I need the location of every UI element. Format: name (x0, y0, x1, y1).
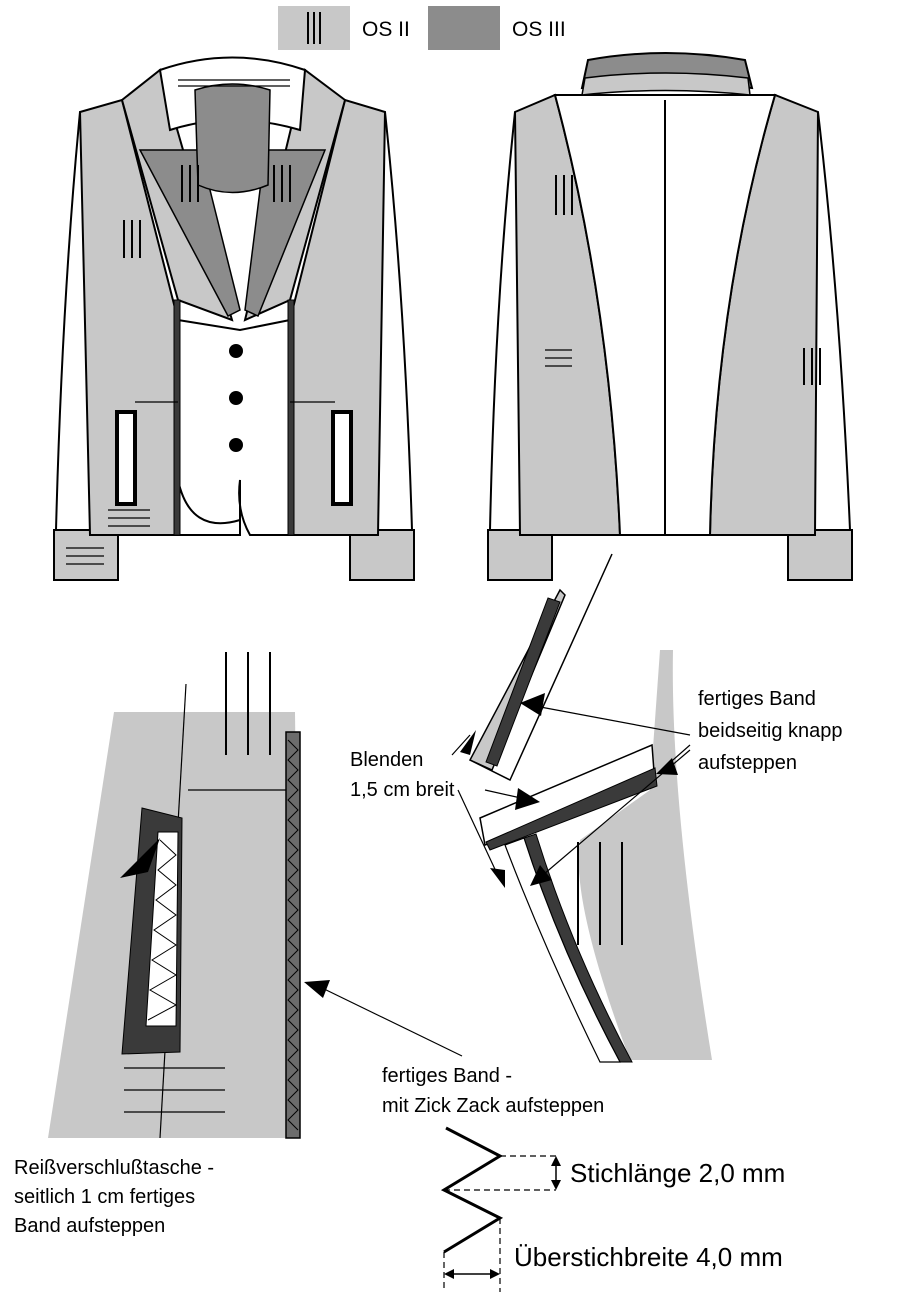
zipper-teeth (147, 839, 178, 1021)
label-stitch-width: Überstichbreite 4,0 mm (514, 1242, 783, 1272)
arrow-down-icon (551, 1180, 561, 1190)
arrow-head-icon (656, 758, 678, 775)
label-band-both-sides-3: aufsteppen (698, 752, 797, 774)
label-band-both-sides-2: beidseitig knapp (698, 720, 843, 742)
neck-inner (194, 83, 271, 194)
arrow-head-icon (460, 730, 476, 755)
lapel-detail-panel (578, 650, 712, 1060)
back-cuff-right (787, 529, 853, 581)
side-band-zigzag (287, 739, 299, 1131)
arrow-left-icon (444, 1269, 454, 1279)
back-cuff-left (487, 529, 553, 581)
button-1 (229, 344, 243, 358)
arrow-head-icon (520, 693, 545, 716)
zip-pocket-right (331, 410, 353, 506)
right-cuff (349, 529, 415, 581)
jacket-front-view (53, 56, 415, 581)
legend-item-os2: OS II (278, 6, 410, 50)
arrow-head-icon (490, 868, 505, 888)
lapel-right-stripe (244, 149, 327, 318)
arrow-head-icon (304, 980, 330, 998)
zip-pocket-left (115, 410, 137, 506)
label-zigzag-band-2: mit Zick Zack aufsteppen (382, 1095, 604, 1117)
leader-line (534, 705, 691, 736)
button-3 (229, 438, 243, 452)
back-collar-band (581, 72, 751, 96)
front-band-left (173, 299, 181, 536)
arrow-head-icon (515, 788, 540, 810)
facing-band (485, 767, 658, 851)
label-facings-2: 1,5 cm breit (350, 779, 455, 801)
legend-label-os3: OS III (512, 18, 566, 41)
legend-label-os2: OS II (362, 18, 410, 41)
leader-line (457, 789, 501, 881)
legend: OS II OS III (278, 6, 566, 50)
detail-zipper-pocket (48, 652, 301, 1139)
jacket-back-view (487, 52, 853, 581)
arrow-up-icon (551, 1156, 561, 1166)
leader-line (317, 985, 463, 1057)
front-edge-facing (504, 837, 622, 1063)
label-band-both-sides-1: fertiges Band (698, 688, 816, 710)
label-zipper-pocket-1: Reißverschlußtasche - (14, 1157, 214, 1179)
zipper-pull-icon (120, 838, 160, 878)
lapel-collar-edge (469, 553, 613, 782)
label-zipper-pocket-2: seitlich 1 cm fertiges (14, 1186, 195, 1208)
label-stitch-length: Stichlänge 2,0 mm (570, 1158, 785, 1188)
annotation-labels: fertiges Band beidseitig knapp aufsteppe… (14, 688, 843, 1272)
label-facings-1: Blenden (350, 749, 423, 771)
leader-line (451, 734, 471, 756)
arrow-right-icon (490, 1269, 500, 1279)
label-zipper-pocket-3: Band aufsteppen (14, 1215, 165, 1237)
zigzag-stitch-diagram (440, 1126, 561, 1292)
lapel-upper-band (485, 597, 561, 767)
legend-swatch-os3 (428, 6, 500, 50)
arrow-head-icon (530, 865, 552, 886)
callout-arrows (304, 693, 691, 1057)
left-cuff (53, 529, 119, 581)
lapel-left-stripe (138, 149, 241, 317)
zigzag-stitch (440, 1126, 504, 1254)
front-band-right (287, 299, 295, 536)
button-2 (229, 391, 243, 405)
detail-lapel (468, 553, 712, 1063)
label-zigzag-band-1: fertiges Band - (382, 1065, 512, 1087)
legend-item-os3: OS III (428, 6, 566, 50)
leader-line (536, 749, 691, 881)
